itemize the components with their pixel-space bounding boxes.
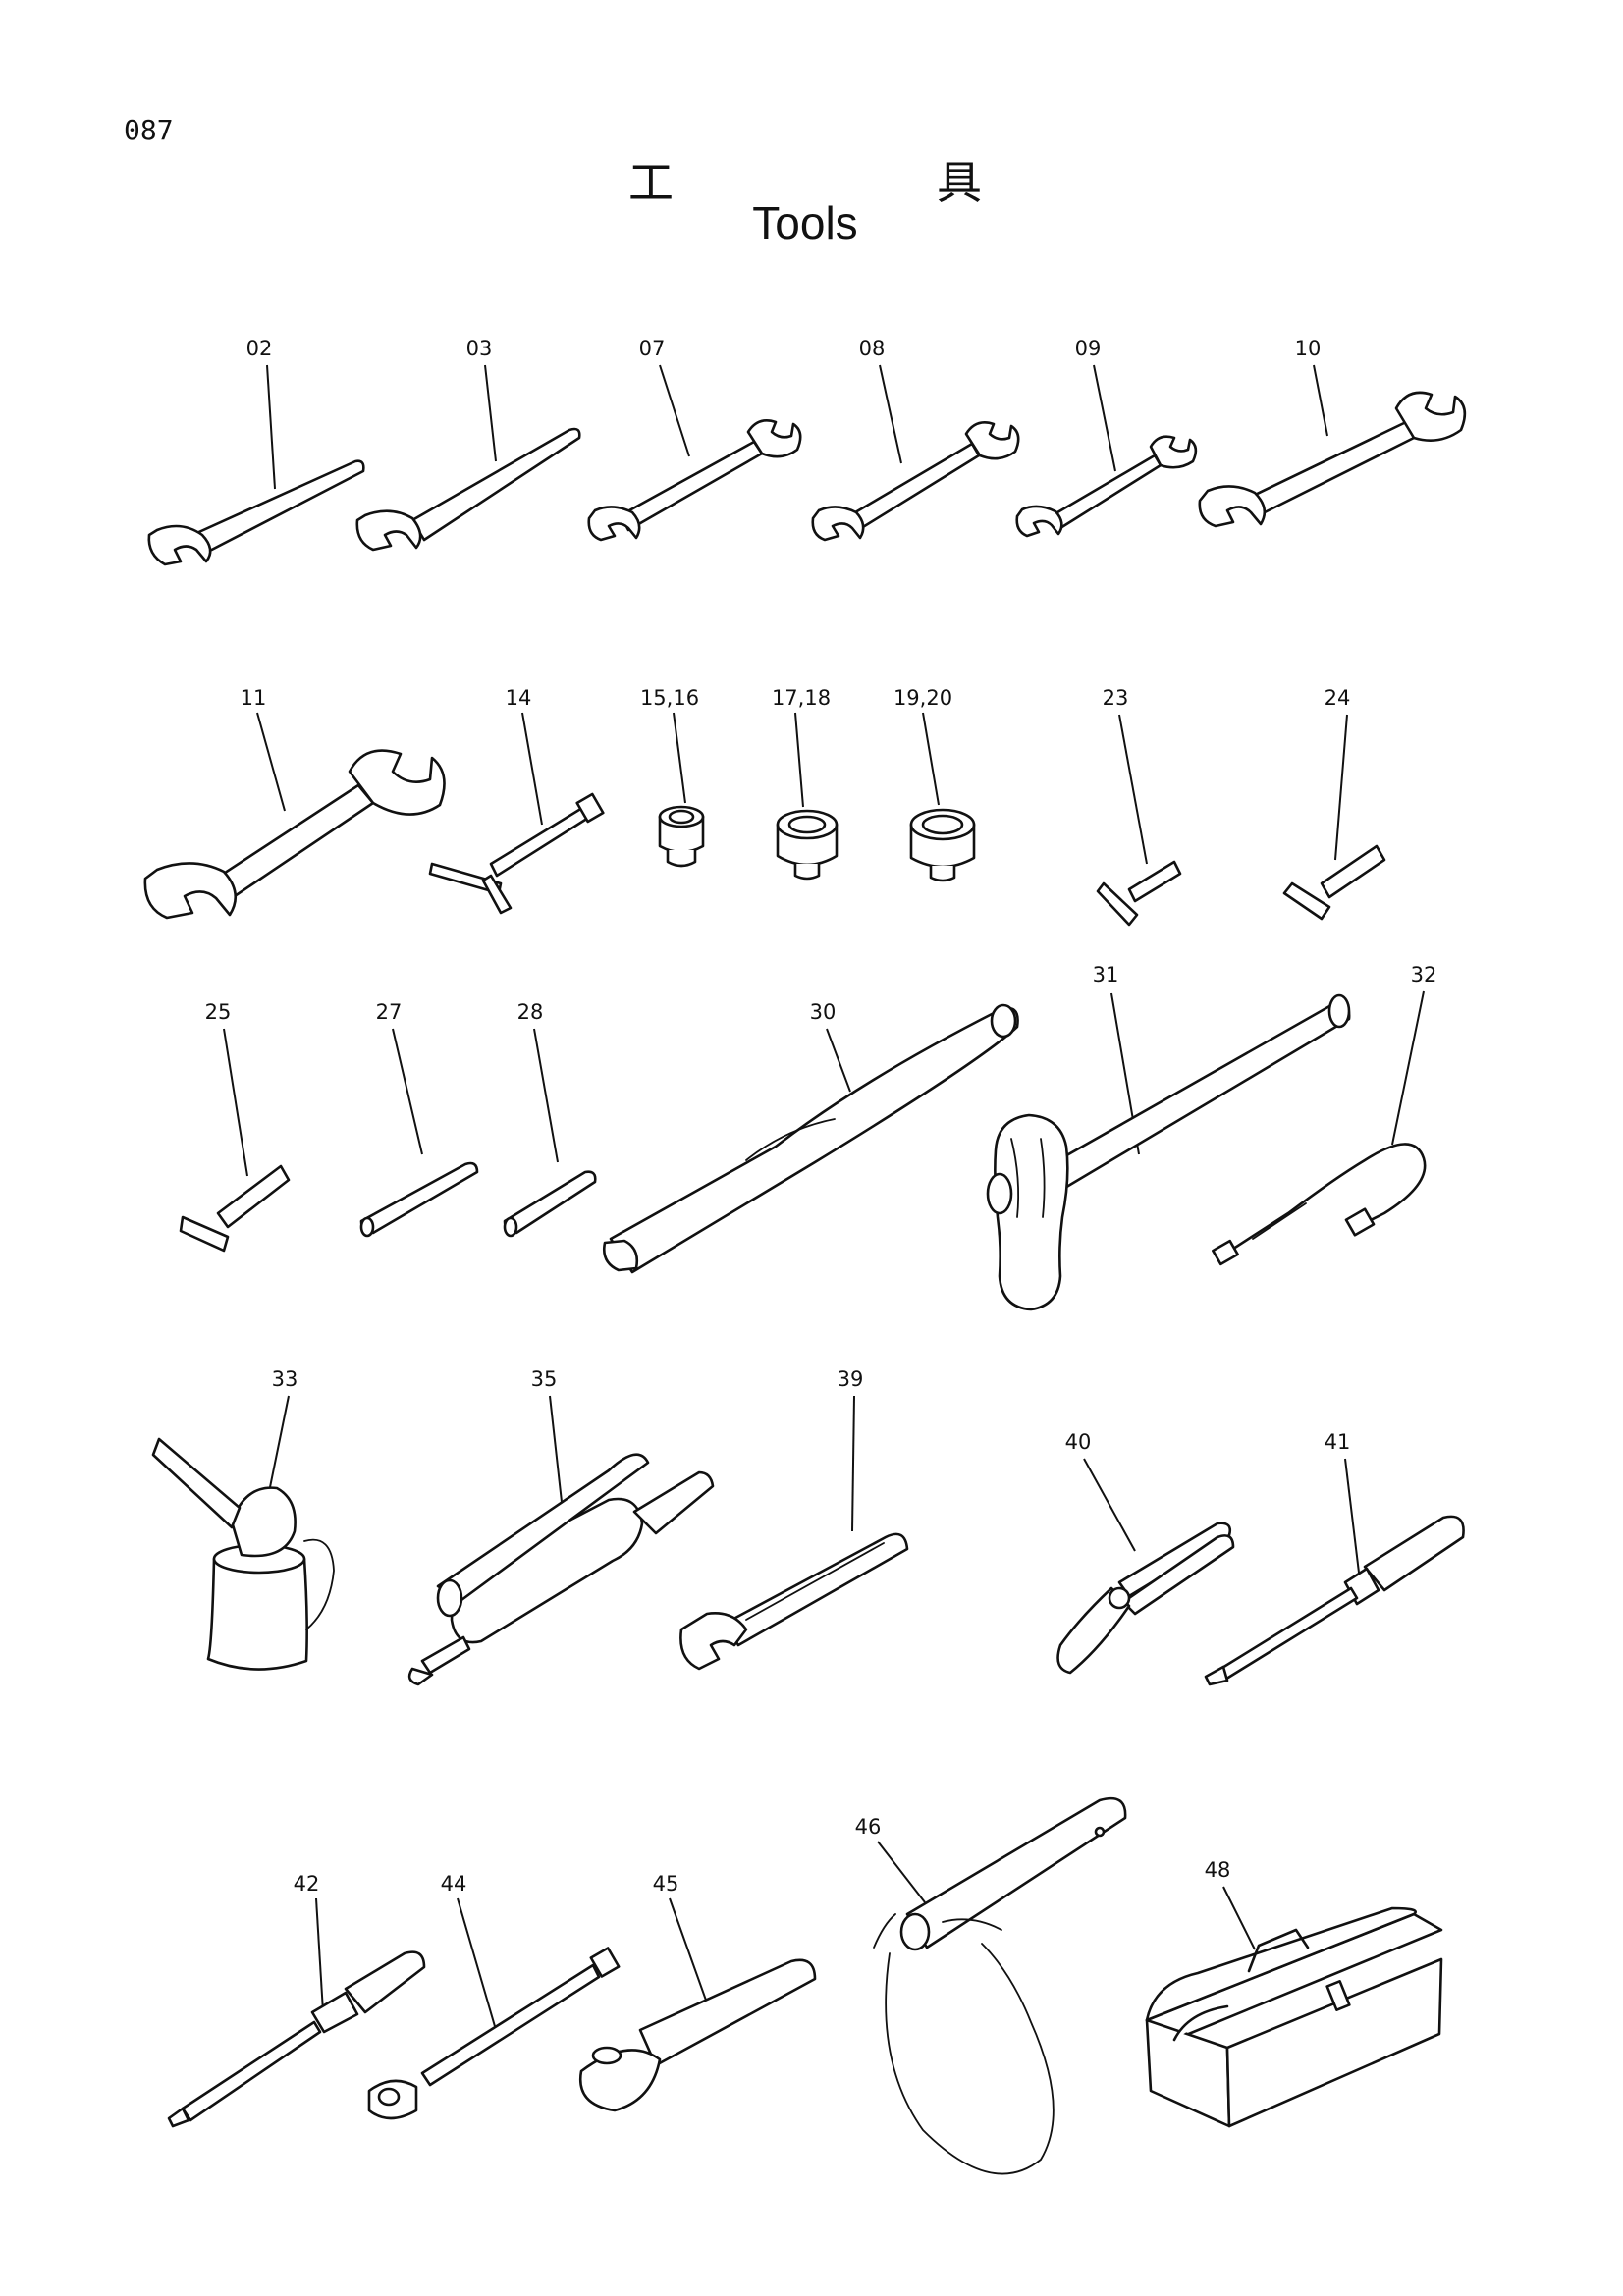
tool-44: 44 <box>367 1872 621 2120</box>
tool-label-33: 33 <box>272 1367 298 1391</box>
tool-24: 24 <box>1282 686 1386 921</box>
tool-40: 40 <box>1056 1430 1235 1675</box>
adjustable-wrench-icon <box>679 1532 909 1671</box>
title-jp-right: 具 <box>937 156 982 209</box>
t-handle-wrench-icon <box>428 792 605 915</box>
extension-pipe-icon <box>603 1003 1019 1274</box>
socket-icon <box>658 805 705 868</box>
tool-label-46: 46 <box>855 1815 882 1839</box>
tool-box-icon <box>1145 1906 1443 2128</box>
double-open-end-wrench-icon <box>811 421 1020 542</box>
tool-label-42: 42 <box>294 1872 320 1896</box>
hammer-icon <box>986 993 1351 1311</box>
tool-46: 46 <box>855 1796 1127 2175</box>
tool-45: 45 <box>578 1872 817 2112</box>
tool-30: 30 <box>603 1000 1019 1274</box>
tool-label-45: 45 <box>653 1872 679 1896</box>
grease-hose-icon <box>1212 1143 1427 1266</box>
tool-label-31: 31 <box>1093 963 1119 987</box>
tool-10: 10 <box>1198 337 1467 528</box>
tool-label-03: 03 <box>466 337 493 360</box>
tool-19-20: 19,20 <box>893 686 976 882</box>
open-end-wrench-icon <box>355 427 581 552</box>
tool-11: 11 <box>143 686 446 920</box>
open-end-wrench-icon <box>147 459 365 566</box>
tool-09: 09 <box>1015 337 1198 538</box>
tool-label-23: 23 <box>1103 686 1129 710</box>
tool-label-41: 41 <box>1325 1430 1351 1454</box>
tool-15-16: 15,16 <box>640 686 705 868</box>
tool-label-08: 08 <box>859 337 886 360</box>
tool-label-40: 40 <box>1065 1430 1092 1454</box>
hex-bit-icon <box>503 1170 597 1238</box>
tool-label-09: 09 <box>1075 337 1102 360</box>
hex-key-icon <box>1282 844 1386 921</box>
tool-label-27: 27 <box>376 1000 403 1024</box>
hex-key-icon <box>179 1164 291 1253</box>
tool-42: 42 <box>167 1872 426 2128</box>
tool-23: 23 <box>1096 686 1182 927</box>
tool-02: 02 <box>147 337 365 566</box>
title-japanese: 工 具 <box>628 147 982 212</box>
pipe-with-chain-icon <box>873 1796 1127 2175</box>
tool-label-11: 11 <box>241 686 267 710</box>
title-jp-left: 工 <box>628 156 674 209</box>
tool-label-14: 14 <box>506 686 532 710</box>
tool-25: 25 <box>179 1000 291 1253</box>
phillips-screwdriver-icon <box>167 1950 426 2128</box>
tool-27: 27 <box>359 1000 479 1238</box>
tool-label-25: 25 <box>205 1000 232 1024</box>
flat-screwdriver-icon <box>1204 1515 1465 1686</box>
tool-07: 07 <box>587 337 802 542</box>
tool-label-35: 35 <box>531 1367 558 1391</box>
tool-08: 08 <box>811 337 1020 542</box>
tool-label-19-20: 19,20 <box>893 686 952 710</box>
tool-label-07: 07 <box>639 337 666 360</box>
tool-label-15-16: 15,16 <box>640 686 699 710</box>
tool-label-44: 44 <box>441 1872 467 1896</box>
ratchet-handle-icon <box>578 1958 817 2112</box>
tool-label-17-18: 17,18 <box>772 686 831 710</box>
tool-label-48: 48 <box>1205 1858 1231 1882</box>
socket-icon <box>776 809 839 881</box>
hex-bit-icon <box>359 1161 479 1238</box>
tool-17-18: 17,18 <box>772 686 839 881</box>
double-open-end-wrench-icon <box>1015 435 1198 538</box>
oil-can-icon <box>151 1437 335 1671</box>
tool-label-24: 24 <box>1325 686 1351 710</box>
tool-label-02: 02 <box>246 337 273 360</box>
tool-48: 48 <box>1145 1858 1443 2128</box>
double-open-end-wrench-icon <box>587 419 802 542</box>
tool-31: 31 <box>986 963 1351 1311</box>
hex-key-icon <box>1096 860 1182 927</box>
tool-33: 33 <box>151 1367 335 1671</box>
tool-label-32: 32 <box>1411 963 1437 987</box>
socket-icon <box>909 808 976 882</box>
tool-label-10: 10 <box>1295 337 1322 360</box>
large-double-open-end-wrench-icon <box>143 749 446 920</box>
tool-35: 35 <box>407 1367 715 1686</box>
title-english: Tools <box>752 197 858 248</box>
page-number: 087 <box>124 114 174 146</box>
tool-41: 41 <box>1204 1430 1465 1686</box>
tool-label-39: 39 <box>838 1367 864 1391</box>
tool-32: 32 <box>1212 963 1437 1266</box>
extension-bar-icon <box>367 1947 621 2120</box>
tool-label-28: 28 <box>517 1000 544 1024</box>
tool-label-30: 30 <box>810 1000 837 1024</box>
pliers-icon <box>1056 1522 1235 1675</box>
tool-14: 14 <box>428 686 605 915</box>
double-open-end-wrench-icon <box>1198 391 1467 528</box>
tool-28: 28 <box>503 1000 597 1238</box>
grease-gun-icon <box>407 1453 715 1686</box>
tool-03: 03 <box>355 337 581 552</box>
tool-39: 39 <box>679 1367 909 1671</box>
